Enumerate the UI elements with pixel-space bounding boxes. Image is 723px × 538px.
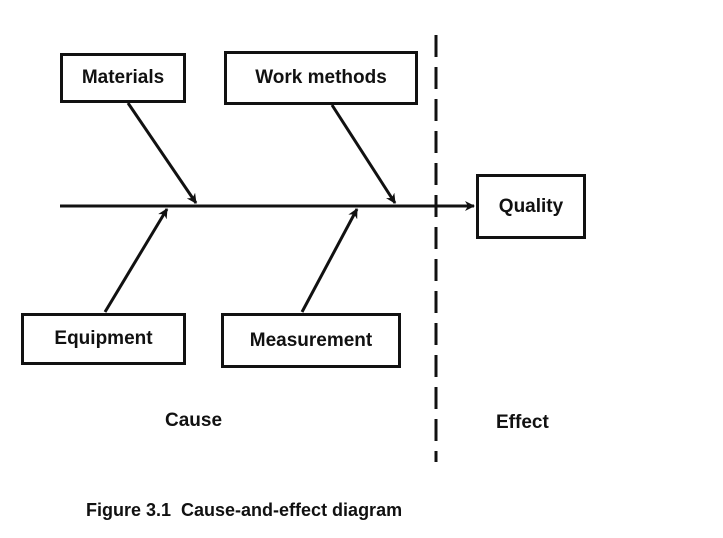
materials-box: Materials <box>60 53 186 103</box>
cause-label: Cause <box>165 410 223 431</box>
effect-label: Effect <box>496 412 549 433</box>
equipment-box: Equipment <box>21 313 186 365</box>
measurement-box: Measurement <box>221 313 401 368</box>
figure-caption: Figure 3.1 Cause-and-effect diagram <box>86 500 403 520</box>
work-methods-arrow <box>330 104 397 204</box>
materials-arrow <box>126 102 198 204</box>
work-methods-box: Work methods <box>224 51 418 105</box>
measurement-arrow <box>300 208 359 313</box>
equipment-arrow <box>103 208 169 313</box>
quality-box: Quality <box>476 174 586 239</box>
